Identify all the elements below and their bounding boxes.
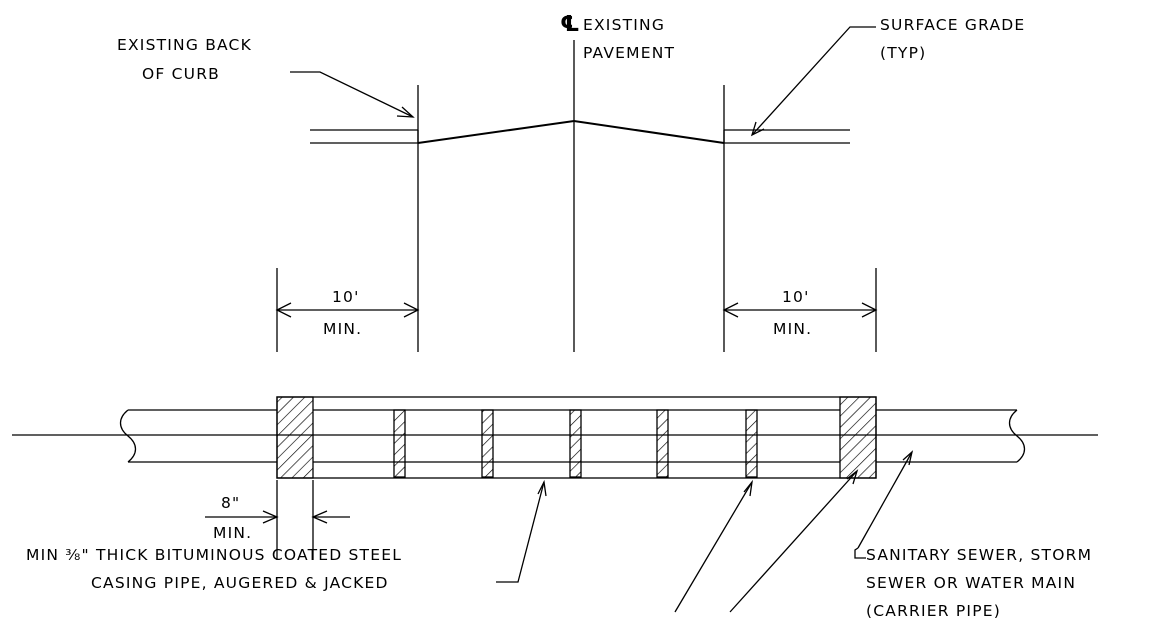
carrier-pipe <box>119 409 1026 463</box>
arrowhead <box>722 302 739 318</box>
right-end-seal <box>839 396 877 479</box>
carrier-label-line1: SANITARY SEWER, STORM <box>866 546 1092 564</box>
arrowhead <box>537 479 547 497</box>
road-section <box>310 119 850 144</box>
surface-grade-leader <box>751 26 876 136</box>
arrowhead <box>861 302 878 318</box>
dim-right-min: MIN. <box>773 320 812 338</box>
carrier-leader <box>857 451 913 549</box>
centerline-label-line1: EXISTING <box>583 16 665 34</box>
right-break-symbol <box>1008 409 1026 463</box>
spacer <box>745 409 758 478</box>
centerline-label-line2: PAVEMENT <box>583 44 675 62</box>
back-of-curb-label-line1: EXISTING BACK <box>117 36 252 54</box>
arrowhead <box>846 469 859 485</box>
casing-label-line2: CASING PIPE, AUGERED & JACKED <box>91 574 389 592</box>
dimension-left <box>275 302 420 318</box>
arrowhead <box>396 106 415 118</box>
spacer <box>481 409 494 478</box>
spacer <box>393 409 406 478</box>
arrowhead <box>902 450 914 466</box>
surface-grade-label-line2: (TYP) <box>880 44 926 62</box>
arrowhead <box>262 510 279 524</box>
left-end-seal <box>276 396 314 479</box>
end-seal-leader <box>729 470 858 613</box>
arrowhead <box>275 302 292 318</box>
dim-left-min: MIN. <box>323 320 362 338</box>
annotations: EXISTING BACK OF CURB ℄ EXISTING PAVEMEN… <box>26 12 1092 620</box>
end-seals <box>276 396 877 479</box>
reference-lines <box>276 40 877 560</box>
casing-leader <box>496 481 545 583</box>
dim-bottom-value: 8" <box>221 494 240 512</box>
leaders <box>290 26 914 613</box>
pavement-crown <box>417 119 725 144</box>
centerline-symbol: ℄ <box>560 12 580 37</box>
back-of-curb-leader <box>290 71 414 118</box>
left-break-symbol <box>119 409 137 463</box>
carrier-label-line2: SEWER OR WATER MAIN <box>866 574 1076 592</box>
spacer-leader <box>674 481 753 613</box>
casing-label-line1: MIN ⅜" THICK BITUMINOUS COATED STEEL <box>26 546 402 564</box>
dimension-right <box>722 302 878 318</box>
dimension-bottom <box>205 510 350 524</box>
spacers <box>393 409 758 478</box>
arrowhead <box>403 302 420 318</box>
dim-left-value: 10' <box>332 288 360 306</box>
back-of-curb-label-line2: OF CURB <box>142 65 220 83</box>
arrowhead <box>743 479 753 497</box>
dim-bottom-min: MIN. <box>213 524 252 542</box>
carrier-leader-tick <box>854 547 866 559</box>
dim-right-value: 10' <box>782 288 810 306</box>
arrowhead <box>311 510 328 524</box>
surface-grade-label-line1: SURFACE GRADE <box>880 16 1025 34</box>
spacer <box>656 409 669 478</box>
carrier-label-line3: (CARRIER PIPE) <box>866 602 1001 620</box>
arrowhead <box>750 121 765 137</box>
spacer <box>569 409 582 478</box>
